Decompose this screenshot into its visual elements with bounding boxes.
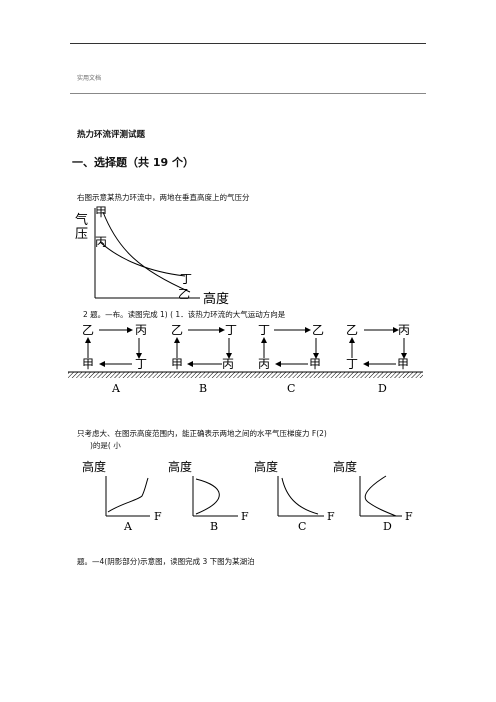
fig1-curve-jia-yi [102, 211, 191, 293]
gradient-c-y-label: 高度 [254, 459, 278, 474]
fig1-y-label-top: 气 [75, 212, 88, 228]
circulation-option-a: 乙 丙 甲 丁 A [82, 323, 147, 395]
opt-b-br: 丙 [222, 357, 234, 371]
question-4-text: 题。—4(阴影部分)示意图，读图完成 3 下图为某湖泊 [77, 557, 255, 566]
opt-c-letter: C [287, 382, 295, 395]
opt-c-tl: 丁 [258, 323, 270, 337]
opt-d-tl: 乙 [346, 323, 358, 337]
opt-b-letter: B [199, 382, 207, 395]
gradient-option-b: 高度 F B [168, 459, 249, 533]
gradient-d-x-label: F [405, 510, 413, 523]
opt-a-br: 丁 [135, 357, 147, 371]
header-rule-bottom [70, 93, 426, 94]
opt-b-tl: 乙 [171, 323, 183, 337]
gradient-a-y-label: 高度 [82, 459, 106, 474]
gradient-option-c: 高度 F C [254, 459, 335, 533]
header-rule-top [70, 43, 426, 44]
fig1-axes [94, 208, 200, 299]
fig1-label-bing: 丙 [95, 235, 107, 249]
opt-a-letter: A [111, 382, 121, 395]
question-2-text: 2 题。—布。读图完成 1) ( 1．该热力环流的大气运动方向是 [83, 310, 286, 319]
opt-d-bl: 丁 [346, 357, 358, 371]
circulation-option-d: 乙 丙 丁 甲 D [346, 323, 410, 395]
opt-a-tl: 乙 [82, 323, 94, 337]
gradient-c-letter: C [298, 520, 306, 533]
opt-c-bl: 丙 [258, 357, 270, 371]
gradient-b-letter: B [210, 520, 218, 533]
gradient-option-d: 高度 F D [333, 459, 413, 533]
gradient-d-y-label: 高度 [333, 459, 357, 474]
fig1-y-label-bottom: 压 [75, 227, 88, 242]
opt-d-letter: D [378, 382, 387, 395]
circulation-option-c: 丁 乙 丙 甲 C [258, 323, 324, 395]
circulation-option-b: 乙 丁 甲 丙 B [171, 323, 237, 395]
header-tag: 实用文档 [77, 75, 102, 82]
opt-a-bl: 甲 [82, 357, 94, 371]
section-heading: 一、选择题（共 19 个） [72, 156, 194, 169]
question-1-text: 右图示意某热力环流中，两地在垂直高度上的气压分 [77, 193, 250, 202]
opt-c-tr: 乙 [312, 323, 324, 337]
question-3-text-line1: 只考虑大、在图示高度范围内，能正确表示两地之间的水平气压梯度力 F(2) [77, 429, 327, 438]
opt-d-tr: 丙 [398, 323, 410, 337]
fig1-x-label: 高度 [203, 291, 229, 307]
opt-b-bl: 甲 [171, 357, 183, 371]
fig1-label-ding: 丁 [180, 272, 192, 286]
doc-title: 热力环流评测试题 [77, 130, 146, 140]
gradient-option-a: 高度 F A [82, 459, 162, 533]
gradient-a-letter: A [123, 520, 133, 533]
gradient-c-x-label: F [327, 510, 335, 523]
opt-a-tr: 丙 [135, 323, 147, 337]
opt-b-tr: 丁 [225, 323, 237, 337]
fig1-curve-bing-ding [99, 241, 186, 277]
ground-hatching [68, 372, 423, 378]
opt-d-br: 甲 [397, 357, 409, 371]
fig1-label-jia: 甲 [95, 205, 107, 219]
fig1-label-yi: 乙 [178, 287, 190, 301]
gradient-a-x-label: F [154, 510, 162, 523]
question-3-text-line2: )的是( 小 [90, 441, 121, 450]
gradient-d-letter: D [383, 520, 392, 533]
gradient-b-y-label: 高度 [168, 459, 192, 474]
gradient-b-x-label: F [241, 510, 249, 523]
opt-c-br: 甲 [309, 357, 321, 371]
